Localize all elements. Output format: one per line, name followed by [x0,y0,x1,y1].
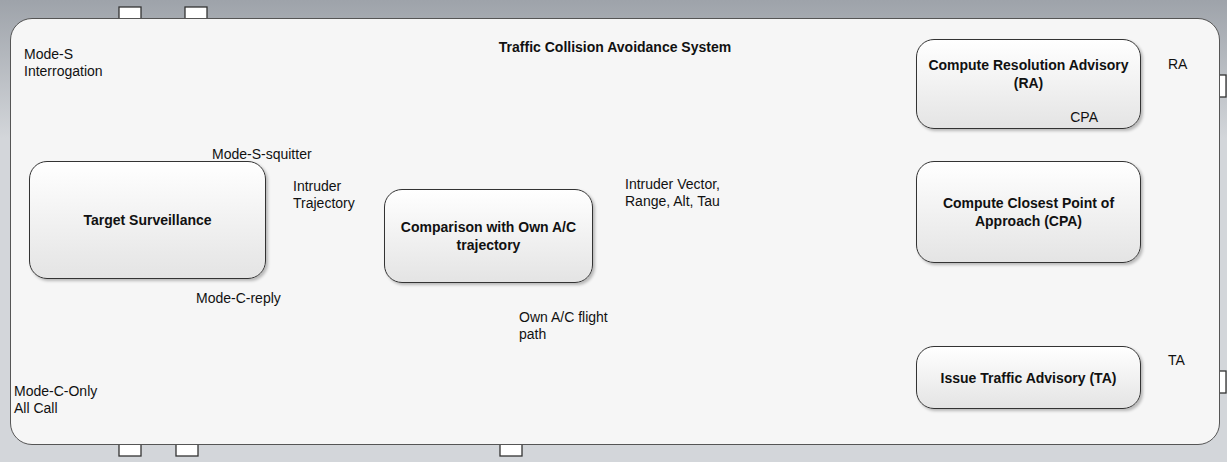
signal-label: Own A/C flight path [519,309,609,343]
process-box: Compute Resolution Advisory (RA) CPA [916,39,1141,129]
signal-label: RA [1168,56,1198,73]
process-box: Comparison with Own A/C trajectory [384,189,593,283]
signal-label: TA [1168,352,1198,369]
box-label: Compute Closest Point of Approach (CPA) [927,194,1130,230]
process-box: Target Surveillance [29,161,266,279]
pin-label: CPA [1070,109,1098,125]
box-label: Target Surveillance [83,211,211,229]
system-boundary: Traffic Collision Avoidance SystemTarget… [10,18,1220,445]
signal-label: Mode-C-Only All Call [14,383,114,417]
box-label: Issue Traffic Advisory (TA) [941,369,1117,387]
signal-label: Mode-C-reply [196,290,306,307]
box-label: Compute Resolution Advisory (RA) [927,56,1130,92]
flow-label: Intruder Vector, Range, Alt, Tau [625,176,757,210]
flow-label: Intruder Trajectory [293,178,373,212]
signal-label: Mode-S-squitter [212,146,342,163]
process-box: Compute Closest Point of Approach (CPA) [916,161,1141,263]
process-box: Issue Traffic Advisory (TA) [916,346,1141,409]
box-label: Comparison with Own A/C trajectory [395,218,582,254]
signal-label: Mode-S Interrogation [24,46,119,80]
